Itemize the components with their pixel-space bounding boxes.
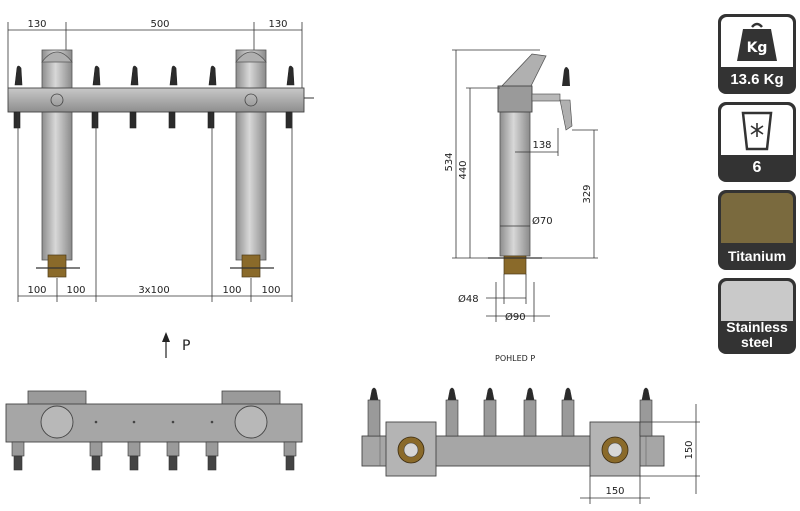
dim-d70: Ø70	[532, 215, 553, 227]
dim-top-right: 130	[268, 19, 287, 30]
dim-534: 534	[444, 152, 455, 171]
dim-top-left: 130	[27, 19, 46, 30]
front-tap-5	[207, 65, 217, 129]
side-view: 534 440 138 329 Ø70 Ø48 Ø90	[444, 49, 598, 323]
titanium-badge: Titanium	[718, 190, 796, 270]
front-tap-4	[168, 65, 178, 129]
dim-329: 329	[582, 184, 593, 203]
dim-440: 440	[458, 160, 469, 179]
weight-icon-text: Kg	[747, 40, 768, 56]
steel-swatch	[721, 281, 793, 321]
steel-badge: Stainless steel	[718, 278, 796, 354]
front-tap-3	[129, 65, 139, 129]
titanium-swatch	[721, 193, 793, 243]
cooling-badge-top	[721, 105, 793, 155]
top-view-tap-5	[205, 441, 219, 471]
dim-150-vertical: 150	[684, 440, 695, 459]
front-tap-1	[13, 65, 23, 129]
bottom-left-view	[5, 390, 303, 471]
arrow-label: P	[182, 338, 190, 354]
dim-138: 138	[532, 140, 551, 151]
top-view-tap-2	[89, 441, 103, 471]
technical-drawing: 130 500 130	[5, 19, 700, 504]
dim-top-middle: 500	[150, 19, 169, 30]
weight-label: 13.6 Kg	[730, 71, 784, 88]
ice-cup-icon	[741, 111, 773, 151]
dim-bottom-2: 100	[66, 285, 85, 296]
top-view-tap-1	[11, 441, 25, 471]
weight-badge: Kg 13.6 Kg	[718, 14, 796, 94]
tap-bar	[7, 87, 305, 113]
dim-bottom-1: 100	[27, 285, 46, 296]
dim-d90: Ø90	[505, 311, 526, 323]
top-view-tap-6	[283, 441, 297, 471]
titanium-label: Titanium	[727, 248, 787, 264]
dim-d48: Ø48	[458, 293, 479, 305]
rear-tap-4	[523, 387, 537, 437]
cooling-label: 6	[752, 159, 762, 176]
steel-label: Stainless steel	[726, 319, 788, 350]
weight-badge-top: Kg	[721, 17, 793, 67]
top-view-tap-3	[127, 441, 141, 471]
dim-bottom-3: 3x100	[138, 285, 169, 296]
rear-tap-1	[367, 387, 381, 437]
rear-tap-5	[561, 387, 575, 437]
rear-tap-3	[483, 387, 497, 437]
bottom-right-view: 150 150	[361, 387, 700, 504]
weight-icon: Kg	[737, 22, 777, 61]
dim-bottom-5: 100	[261, 285, 280, 296]
cooling-badge: 6	[718, 102, 796, 182]
rear-tap-2	[445, 387, 459, 437]
view-direction-arrow	[162, 332, 170, 358]
front-tap-2	[91, 65, 101, 129]
rear-tap-6	[639, 387, 653, 437]
front-view: 130 500 130	[7, 19, 314, 302]
right-column	[235, 49, 267, 261]
side-column	[499, 109, 531, 257]
view-caption: POHLED P	[495, 354, 535, 363]
top-view-tap-4	[166, 441, 180, 471]
dim-bottom-4: 100	[222, 285, 241, 296]
left-column	[41, 49, 73, 261]
dim-150-horizontal: 150	[605, 486, 624, 497]
